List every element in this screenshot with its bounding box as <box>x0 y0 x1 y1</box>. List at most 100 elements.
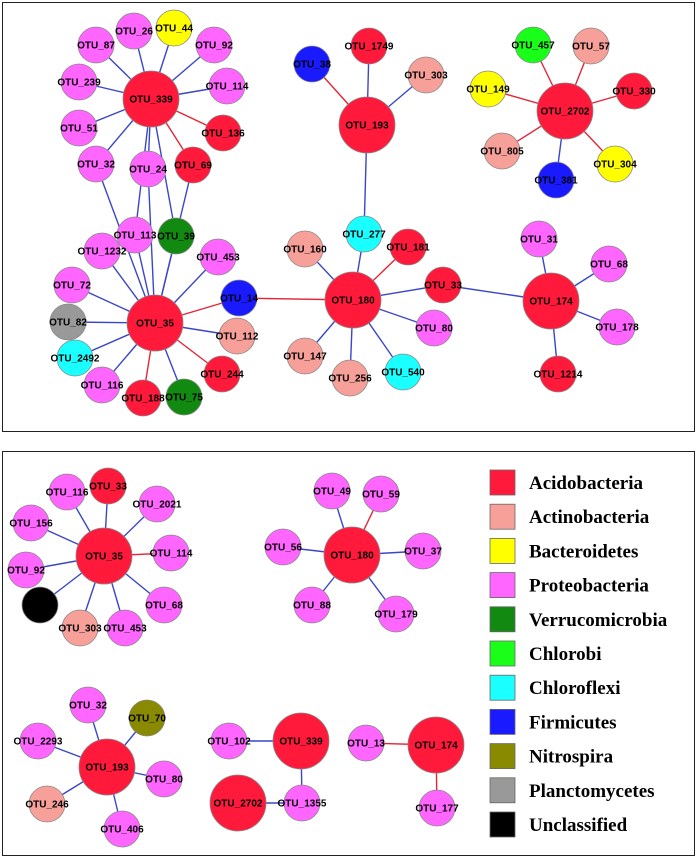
legend-item-firmi: Firmicutes <box>489 709 617 735</box>
node-circle <box>286 230 324 268</box>
node-circle <box>165 378 203 416</box>
node-label: OTU_33 <box>89 482 127 493</box>
node-label: OTU_32 <box>69 701 107 712</box>
node-label: OTU_147 <box>283 352 327 363</box>
node-circle <box>283 784 321 822</box>
legend-label: Firmicutes <box>529 712 617 733</box>
node-label: OTU_1749 <box>345 42 394 53</box>
node-otu-805: OTU_805 <box>480 132 524 170</box>
node-label: OTU_7 <box>24 601 57 612</box>
node-circle <box>157 217 195 255</box>
node-otu-2702: OTU_2702 <box>209 774 267 832</box>
node-otu-453: OTU_453 <box>196 238 240 276</box>
node-label: OTU_136 <box>201 129 245 140</box>
node-otu-174: OTU_174 <box>522 272 580 330</box>
node-circle <box>286 337 324 375</box>
node-label: OTU_193 <box>345 121 389 132</box>
node-otu-116: OTU_116 <box>46 473 89 511</box>
node-otu-92: OTU_92 <box>7 551 45 589</box>
node-label: OTU_244 <box>200 370 244 381</box>
node-circle <box>83 366 121 404</box>
node-circle <box>199 238 237 276</box>
legend-label: Proteobacteria <box>529 576 649 597</box>
node-otu-51: OTU_51 <box>60 109 98 147</box>
node-otu-49: OTU_49 <box>313 472 351 510</box>
node-label: OTU_180 <box>331 296 375 307</box>
node-otu-37: OTU_37 <box>404 532 442 570</box>
bottom-network-nodes: OTU_35OTU_116OTU_33OTU_2021OTU_156OTU_11… <box>7 467 465 848</box>
node-label: OTU_239 <box>57 78 101 89</box>
node-label: OTU_31 <box>520 235 558 246</box>
node-label: OTU_304 <box>593 160 637 171</box>
node-label: OTU_80 <box>145 775 183 786</box>
node-otu-102: OTU_102 <box>207 722 251 760</box>
node-otu-26: OTU_26 <box>115 12 153 50</box>
legend-swatch <box>489 640 516 667</box>
node-label: OTU_453 <box>196 253 240 264</box>
node-label: OTU_406 <box>100 825 144 836</box>
node-label: OTU_59 <box>362 490 400 501</box>
node-otu-2021: OTU_2021 <box>133 485 182 523</box>
node-otu-24: OTU_24 <box>129 150 167 188</box>
node-otu-381: OTU_381 <box>534 161 578 199</box>
node-label: OTU_13 <box>347 739 385 750</box>
node-label: OTU_193 <box>85 763 129 774</box>
node-circle <box>48 473 86 511</box>
node-otu-80: OTU_80 <box>415 309 453 347</box>
node-otu-246: OTU_246 <box>25 785 69 823</box>
node-label: OTU_113 <box>114 231 157 242</box>
legend-label: Chloroflexi <box>529 678 620 699</box>
legend-label: Verrucomicrobia <box>529 610 668 631</box>
node-label: OTU_2702 <box>214 799 263 810</box>
node-label: OTU_330 <box>612 87 656 98</box>
node-label: OTU_156 <box>9 519 53 530</box>
node-otu-180: OTU_180 <box>324 271 382 329</box>
node-circle <box>536 82 594 140</box>
node-circle <box>208 67 246 105</box>
node-label: OTU_457 <box>511 41 555 52</box>
node-circle <box>103 810 141 848</box>
node-otu-14: OTU_14 <box>220 279 258 317</box>
node-circle <box>129 150 167 188</box>
node-circle <box>124 379 162 417</box>
node-circle <box>155 9 193 47</box>
node-label: OTU_116 <box>81 381 124 392</box>
node-label: OTU_180 <box>330 551 374 562</box>
node-circle <box>220 279 258 317</box>
node-otu-136: OTU_136 <box>201 114 245 152</box>
node-label: OTU_116 <box>46 488 89 499</box>
node-otu-114: OTU_114 <box>206 67 249 105</box>
node-circle <box>323 526 381 584</box>
node-label: OTU_805 <box>480 147 524 158</box>
node-label: OTU_69 <box>174 161 212 172</box>
node-otu-453: OTU_453 <box>103 609 147 647</box>
node-label: OTU_188 <box>121 394 165 405</box>
node-circle <box>596 145 634 183</box>
legend-label: Bacteroidetes <box>529 541 638 562</box>
node-circle <box>21 586 59 624</box>
node-label: OTU_181 <box>386 243 430 254</box>
node-label: OTU_35 <box>136 319 174 330</box>
legend-swatch <box>489 606 516 633</box>
node-circle <box>350 27 388 65</box>
node-otu-2702: OTU_2702 <box>536 82 594 140</box>
legend-swatch <box>489 709 516 735</box>
node-circle <box>347 724 385 762</box>
node-circle <box>28 785 66 823</box>
node-otu-112: OTU_112 <box>216 317 259 355</box>
node-circle <box>145 760 183 798</box>
node-label: OTU_88 <box>293 601 331 612</box>
node-label: OTU_2702 <box>541 107 590 118</box>
node-circle <box>126 294 184 352</box>
node-otu-69: OTU_69 <box>174 146 212 184</box>
node-label: OTU_277 <box>342 230 386 241</box>
bottom-panel-frame <box>2 451 695 856</box>
node-label: OTU_102 <box>207 737 251 748</box>
node-label: OTU_32 <box>77 160 115 171</box>
node-otu-178: OTU_178 <box>595 308 639 346</box>
node-circle <box>60 109 98 147</box>
node-otu-113: OTU_113 <box>114 216 157 254</box>
node-circle <box>590 245 628 283</box>
node-otu-7: OTU_7 <box>21 586 59 624</box>
